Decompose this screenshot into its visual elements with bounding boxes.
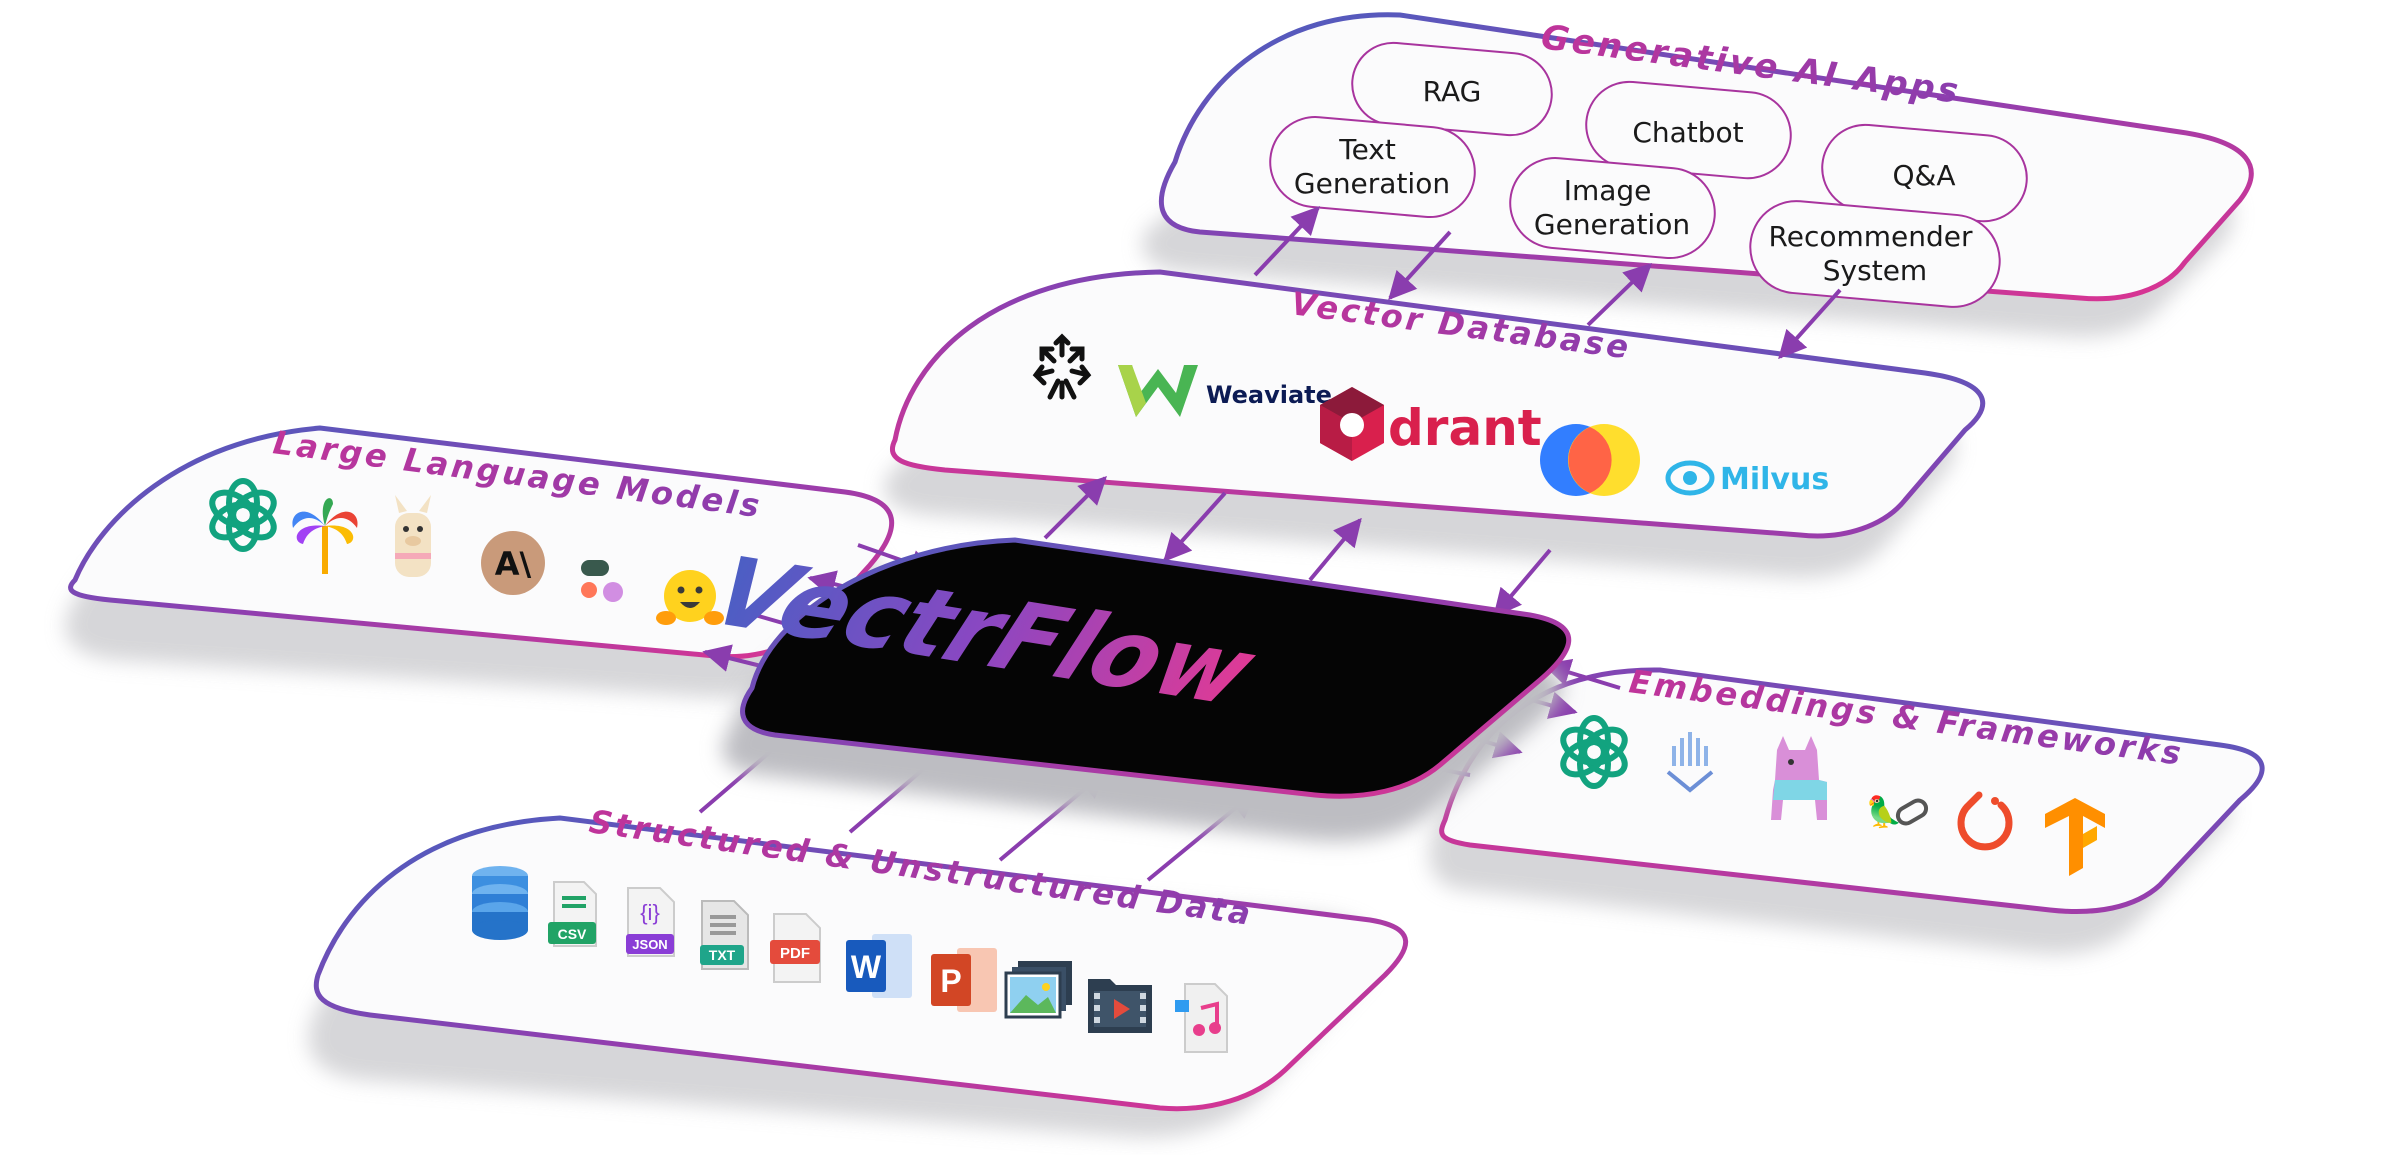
arrow-center-to-db: [1308, 517, 1362, 582]
milvus-label: Milvus: [1720, 462, 1829, 497]
app-pill-line: Text: [1338, 133, 1396, 166]
txt-label: TXT: [709, 947, 736, 963]
app-pill-line: Recommender: [1769, 220, 1973, 253]
weaviate-label: Weaviate: [1206, 381, 1332, 409]
images-icon: [1004, 961, 1072, 1019]
anthropic-label: A\: [495, 545, 532, 583]
app-pill-label: Recommender System: [1769, 220, 1982, 287]
panel-large-language-models: Large Language Models: [68, 423, 895, 660]
arrow-apps-to-db: [1778, 288, 1842, 360]
app-pill-text-generation[interactable]: Text Generation: [1266, 113, 1478, 221]
pytorch-icon: [1957, 791, 2013, 851]
arrow-apps-to-db: [1388, 230, 1452, 301]
arrow-db-to-apps: [1586, 263, 1653, 327]
langchain-icon: 🦜: [1865, 793, 1929, 830]
txt-file-icon: TXT: [700, 900, 749, 970]
video-folder-icon: [1088, 979, 1152, 1033]
app-pill-label: Q&A: [1892, 159, 1955, 192]
llama-icon: [395, 495, 431, 577]
app-pill-label: Image Generation: [1534, 174, 1690, 241]
json-file-icon: {i} JSON: [626, 887, 675, 957]
app-pill-line: System: [1823, 254, 1927, 287]
panel-generative-ai-apps: Generative AI Apps RAG Chatbot Q&A Text …: [1158, 12, 2254, 310]
cohere-icon: [581, 560, 623, 602]
llama-icon: [1771, 736, 1827, 820]
app-pill-line: Image: [1564, 174, 1652, 207]
app-pill-label: RAG: [1423, 75, 1482, 108]
llamaindex-icon: [1666, 732, 1714, 793]
qdrant-label: drant: [1388, 399, 1542, 457]
weaviate-icon: Weaviate: [1118, 365, 1332, 417]
tensorflow-icon: [2045, 798, 2105, 876]
json-label: JSON: [632, 937, 667, 952]
chroma-icon: [1540, 424, 1640, 496]
arrow-db-to-apps: [1253, 205, 1320, 277]
csv-file-icon: CSV: [548, 881, 597, 947]
app-pill-label: Text Generation: [1294, 133, 1450, 200]
app-pill-recommender-system[interactable]: Recommender System: [1746, 197, 2003, 310]
csv-label: CSV: [558, 926, 587, 942]
pinecone-icon: [1032, 333, 1092, 400]
milvus-icon: Milvus: [1665, 460, 1829, 497]
palm-icon: [292, 498, 358, 574]
qdrant-icon: drant: [1320, 387, 1542, 461]
arrow-center-to-db: [1043, 476, 1107, 540]
huggingface-icon: [656, 570, 724, 625]
app-pill-line: Generation: [1294, 167, 1450, 200]
arrow-embeddings-to-center: [1542, 659, 1621, 690]
audio-file-icon: [1175, 983, 1228, 1053]
app-pill-line: Generation: [1534, 208, 1690, 241]
app-pill-label: Chatbot: [1632, 116, 1743, 149]
app-pill-chatbot[interactable]: Chatbot: [1583, 78, 1795, 182]
database-icon: [472, 866, 528, 940]
powerpoint-label: P: [940, 963, 961, 999]
parrot-glyph: 🦜: [1865, 793, 1902, 830]
anthropic-icon: A\: [481, 531, 545, 595]
app-pill-qa[interactable]: Q&A: [1819, 121, 2031, 225]
pdf-file-icon: PDF: [770, 913, 821, 983]
word-label: W: [851, 949, 882, 985]
word-icon: W: [846, 934, 912, 998]
powerpoint-icon: P: [931, 948, 997, 1012]
app-pill-rag[interactable]: RAG: [1349, 39, 1555, 138]
arrow-db-to-center: [1493, 548, 1552, 618]
json-glyph: {i}: [640, 900, 660, 925]
app-pill-image-generation[interactable]: Image Generation: [1506, 154, 1718, 262]
openai-icon: [209, 478, 277, 552]
openai-icon: [1560, 715, 1628, 789]
vectrflow-core: VectrFlow: [696, 537, 1572, 842]
pdf-label: PDF: [780, 945, 810, 962]
arrow-db-to-center: [1163, 491, 1227, 563]
vectrflow-core-shape: [740, 537, 1572, 799]
